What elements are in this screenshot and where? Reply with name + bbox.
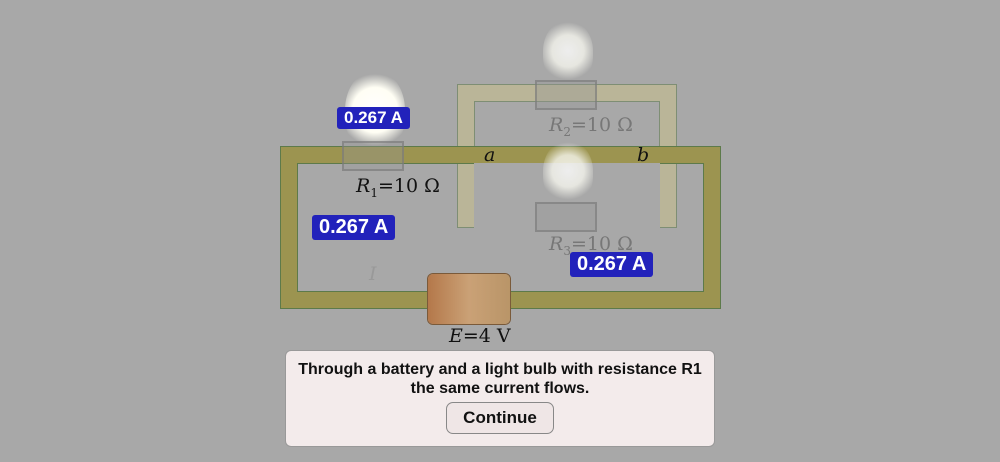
continue-button[interactable]: Continue — [446, 402, 554, 434]
bulb-r3-icon[interactable] — [543, 140, 593, 202]
ammeter-bottom-wire[interactable]: 0.267 A — [570, 252, 654, 277]
hint-dialog: Through a battery and a light bulb with … — [286, 351, 714, 446]
current-label: I — [369, 263, 377, 285]
battery-label: E=4 V — [449, 325, 511, 347]
r1-label: R1=10 Ω — [356, 175, 440, 200]
bulb-r2-icon[interactable] — [543, 20, 593, 82]
r3-label: R3=10 Ω — [549, 233, 633, 258]
bulb-r2-socket — [535, 80, 597, 110]
node-a-label: a — [484, 144, 496, 166]
bulb-r1-socket — [342, 141, 404, 171]
ammeter-r1[interactable]: 0.267 A — [337, 107, 410, 129]
r2-label: R2=10 Ω — [549, 114, 633, 139]
bulb-r3-socket — [535, 202, 597, 232]
ammeter-left-wire[interactable]: 0.267 A — [312, 215, 396, 240]
battery[interactable] — [428, 274, 510, 324]
node-b-label: b — [637, 144, 650, 166]
hint-message: Through a battery and a light bulb with … — [298, 361, 702, 397]
